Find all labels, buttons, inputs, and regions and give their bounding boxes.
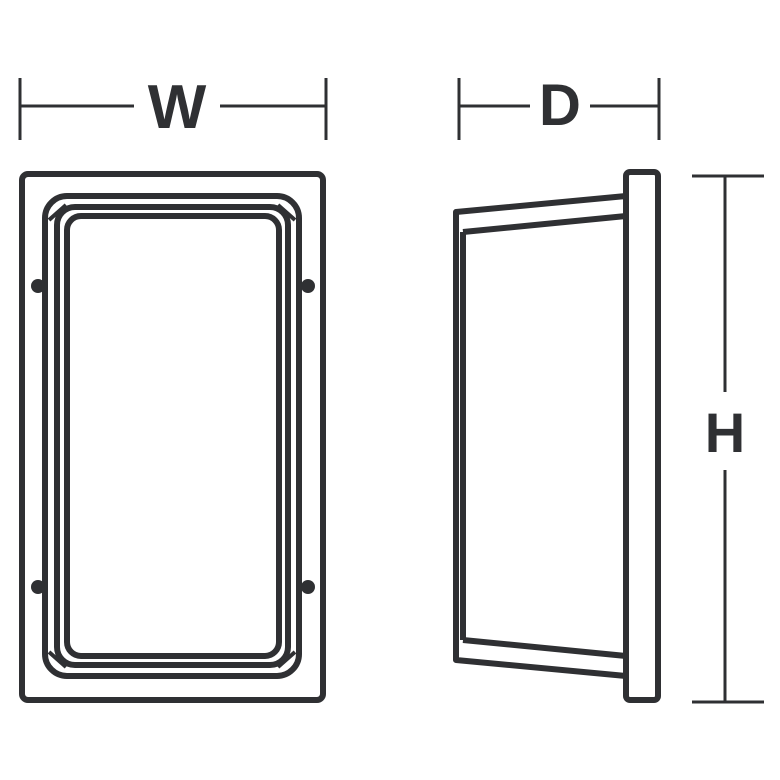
mount-dot-top-left (31, 279, 45, 293)
front-cage-frame (42, 193, 302, 679)
side-back-plate (623, 169, 661, 703)
width-dimension: W (18, 73, 328, 142)
front-inner-frame (54, 204, 291, 668)
height-label: H (705, 401, 745, 464)
mount-dot-bottom-left (31, 580, 45, 594)
depth-label: D (539, 73, 581, 138)
front-lens (64, 213, 282, 659)
width-label: W (148, 73, 207, 142)
front-cage-corners (47, 203, 297, 669)
side-body (453, 193, 629, 679)
mount-dot-top-right (301, 279, 315, 293)
side-top-rim (462, 213, 627, 235)
mount-dot-bottom-right (301, 580, 315, 594)
front-outer-frame (19, 171, 326, 703)
height-dimension: H (692, 174, 764, 704)
side-bottom-rim (462, 637, 627, 659)
depth-dimension: D (457, 73, 661, 140)
front-view (19, 171, 326, 703)
side-view (453, 169, 661, 703)
